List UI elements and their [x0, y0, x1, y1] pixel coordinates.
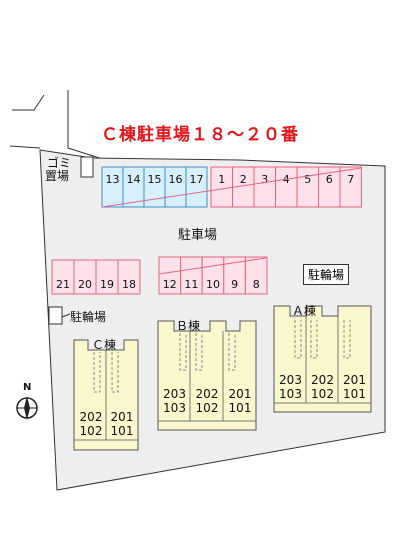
stall-row-top-pink: 1234567	[210, 166, 362, 208]
parking-stall	[117, 259, 141, 295]
stall-number: 1	[218, 173, 225, 186]
stall-number: 11	[184, 278, 198, 291]
compass-icon	[16, 396, 38, 420]
stall-number: 9	[231, 278, 238, 291]
map-title: Ｃ棟駐車場１８～２０番	[101, 125, 299, 145]
stall-number: 5	[304, 173, 311, 186]
leader-line	[61, 313, 71, 318]
stall-number: 20	[78, 278, 92, 291]
stall-number: 10	[206, 278, 220, 291]
garbage-box	[80, 156, 94, 178]
building-a	[273, 305, 372, 413]
building-a-name: Ａ棟	[292, 304, 317, 318]
stall-number: 18	[122, 278, 136, 291]
parking-label: 駐車場	[178, 228, 218, 243]
parking-stall	[244, 256, 268, 295]
stall-row-mid-right: 12 11 10 9 8	[158, 256, 268, 295]
stall-number: 21	[56, 278, 70, 291]
road-line	[67, 90, 113, 163]
building-c-name: Ｃ棟	[92, 338, 117, 352]
parking-stall	[339, 166, 362, 208]
building-b-name: Ｂ棟	[176, 319, 201, 333]
road-line	[9, 145, 41, 149]
building-c	[73, 339, 139, 451]
bike-box-left	[48, 306, 63, 325]
garbage-label-line1: ゴミ	[47, 156, 72, 170]
stall-number: 7	[347, 173, 354, 186]
bike-parking-right: 駐輪場	[303, 264, 350, 285]
stall-row-mid-left: 21 20 19 18	[51, 259, 141, 295]
bike-parking-left: 駐輪場	[70, 310, 107, 324]
stall-number: 15	[148, 173, 162, 186]
stall-number: 8	[253, 278, 260, 291]
highlight-diagonal	[101, 167, 362, 208]
building-b	[157, 320, 257, 431]
road-line	[12, 94, 45, 111]
stall-number: 19	[100, 278, 114, 291]
garbage-label-line2: 置場	[45, 169, 70, 183]
stall-number: 16	[169, 173, 183, 186]
stall-number: 13	[106, 173, 120, 186]
stall-row-top-blue: 13 14 15 16 17	[101, 166, 208, 208]
stall-number: 12	[163, 278, 177, 291]
stall-number: 14	[127, 173, 141, 186]
north-label: N	[23, 382, 32, 393]
parking-stall	[185, 166, 208, 208]
stall-number: 6	[326, 173, 333, 186]
stall-number: 2	[240, 173, 247, 186]
stall-number: 3	[261, 173, 268, 186]
stall-number: 17	[190, 173, 204, 186]
highlight-diagonal	[158, 257, 267, 275]
